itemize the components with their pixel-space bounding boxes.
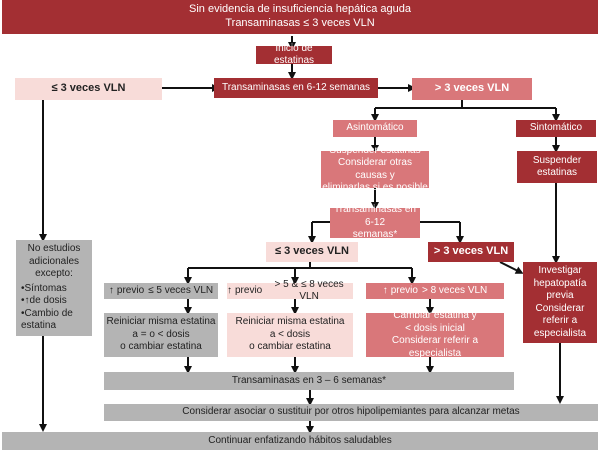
start-statins-label: Inicio de estatinas xyxy=(273,42,315,67)
act3-line1: Cambiar estatina y xyxy=(393,310,477,321)
investigate-line3: previa xyxy=(546,290,574,301)
investigate-line5: referir a xyxy=(542,315,578,326)
suspend2-line1: Suspender xyxy=(532,154,582,166)
suspend-line3: eliminarlas si es posible xyxy=(322,182,428,193)
previous-gt8-box: ↑ previo > 8 veces VLN xyxy=(366,283,504,299)
transaminases-6-12-label: Transaminasas en 6-12 semanas xyxy=(221,81,371,93)
act3-line2: < dosis inicial xyxy=(405,322,465,334)
act2-line3: o cambiar estatina xyxy=(249,341,331,353)
header-box: Sin evidencia de insuficiencia hepática … xyxy=(2,0,598,34)
asymptomatic-label: Asintomático xyxy=(346,122,404,134)
high-vln-label-2: > 3 veces VLN xyxy=(433,245,509,258)
prev2-val: > 5 & ≤ 8 veces VLN xyxy=(274,278,344,303)
investigate-box: Investigar hepatopatía previa Considerar… xyxy=(523,262,597,343)
nostudies-line1: No estudios xyxy=(27,243,81,255)
up-arrow-icon: ↑ xyxy=(108,284,114,296)
restart-same-box-2: Reiniciar misma estatina a < dosis o cam… xyxy=(227,313,353,357)
up-arrow-icon: ↑ xyxy=(382,284,388,296)
nostudies-bullet3: •Cambio de xyxy=(21,307,73,319)
high-vln-box-1: > 3 veces VLN xyxy=(412,78,532,100)
high-vln-box-2: > 3 veces VLN xyxy=(428,242,514,262)
restart-same-box-1: Reiniciar misma estatina a = o < dosis o… xyxy=(104,313,218,357)
transaminases-6-12-box-2: Transaminasas en 6-12 semanas* xyxy=(330,204,420,240)
continue-habits-box: Continuar enfatizando hábitos saludables xyxy=(2,432,598,450)
low-vln-box-2: ≤ 3 veces VLN xyxy=(266,242,358,262)
investigate-line1: Investigar xyxy=(538,265,582,276)
high-vln-label-1: > 3 veces VLN xyxy=(434,82,510,95)
act1-line2: a = o < dosis xyxy=(132,328,190,340)
t2-line2: semanas* xyxy=(352,229,398,241)
asymptomatic-box: Asintomático xyxy=(333,120,417,137)
header-line1: Sin evidencia de insuficiencia hepática … xyxy=(189,3,411,16)
nostudies-bullet2: •↑de dosis xyxy=(16,295,67,308)
change-statin-box: Cambiar estatina y < dosis inicial Consi… xyxy=(366,310,504,359)
symptomatic-label: Sintomático xyxy=(529,122,583,134)
t3-label: Transaminasas en 3 – 6 semanas* xyxy=(231,374,387,386)
t2-line1: Transaminasas en 6-12 xyxy=(334,204,416,228)
start-statins-box: Inicio de estatinas xyxy=(256,43,332,66)
nostudies-line3: excepto: xyxy=(35,268,73,280)
act3-line3: Considerar referir a especialista xyxy=(391,335,479,359)
low-vln-label-1: ≤ 3 veces VLN xyxy=(51,82,126,95)
low-vln-label-2: ≤ 3 veces VLN xyxy=(275,245,349,258)
previous-5-8-box: ↑ previo > 5 & ≤ 8 veces VLN xyxy=(227,279,353,302)
consider-associate-box: Considerar asociar o sustituir por otros… xyxy=(104,404,598,421)
act1-line1: Reiniciar misma estatina xyxy=(106,316,216,328)
prev3-pre: previo xyxy=(390,284,418,296)
suspend-line2: Considerar otras causas y xyxy=(338,157,412,181)
act2-line1: Reiniciar misma estatina xyxy=(235,316,345,328)
suspend-statins-box: Suspender estatinas Considerar otras cau… xyxy=(321,145,429,193)
header-line2: Transaminasas ≤ 3 veces VLN xyxy=(225,17,375,29)
symptomatic-box: Sintomático xyxy=(516,120,596,137)
transaminases-6-12-box: Transaminasas en 6-12 semanas xyxy=(214,78,378,98)
low-vln-box-1: ≤ 3 veces VLN xyxy=(15,78,162,100)
act1-line3: o cambiar estatina xyxy=(120,341,202,353)
bullet-prefix: • xyxy=(21,295,25,307)
investigate-line6: especialista xyxy=(533,327,587,339)
prev3-val: > 8 veces VLN xyxy=(421,284,488,296)
investigate-line4: Considerar xyxy=(535,302,585,314)
nostudies-bullet1: •Síntomas xyxy=(21,282,67,294)
up-arrow-icon: ↑ xyxy=(24,295,30,307)
act2-line2: a < dosis xyxy=(269,328,311,340)
bullet2-text: de dosis xyxy=(29,295,67,307)
suspend2-line2: estatinas xyxy=(536,167,578,178)
prev1-val: ≤ 5 veces VLN xyxy=(148,284,214,296)
transaminases-3-6-box: Transaminasas en 3 – 6 semanas* xyxy=(104,372,514,390)
continue-label: Continuar enfatizando hábitos saludables xyxy=(208,434,392,446)
investigate-line2: hepatopatía xyxy=(533,277,587,289)
prev1-pre: previo xyxy=(116,284,145,296)
previous-le5-box: ↑ previo ≤ 5 veces VLN xyxy=(104,283,218,299)
nostudies-line2: adicionales xyxy=(28,255,80,267)
nostudies-bullet3b: estatina xyxy=(21,320,57,332)
suspend-line1: Suspender estatinas xyxy=(329,144,421,156)
prev2-pre: previo xyxy=(235,284,263,296)
suspend-statins-box-2: Suspender estatinas xyxy=(517,151,597,183)
consider-label: Considerar asociar o sustituir por otros… xyxy=(182,406,520,418)
up-arrow-icon: ↑ xyxy=(227,284,232,296)
no-studies-box: No estudios adicionales excepto: •Síntom… xyxy=(16,240,92,336)
